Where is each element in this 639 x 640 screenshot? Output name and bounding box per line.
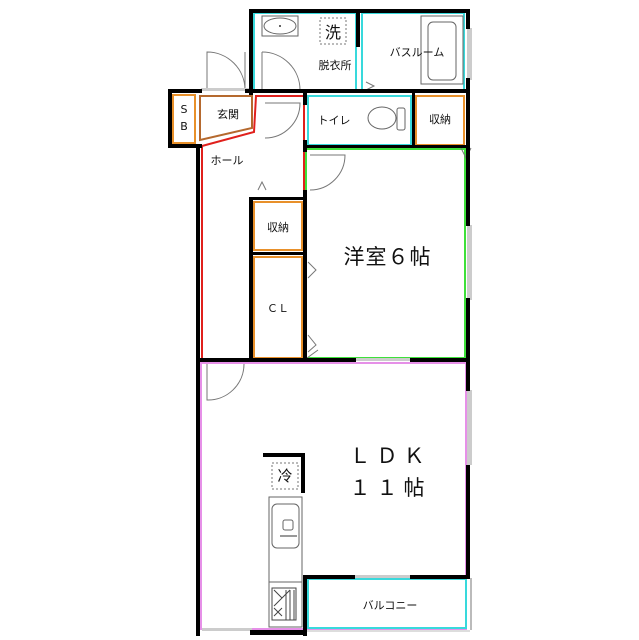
dressing-room-label: 脱衣所 bbox=[318, 59, 352, 72]
wall bbox=[168, 89, 202, 93]
shoebox-outline bbox=[172, 94, 196, 144]
wall bbox=[356, 9, 360, 47]
washer-label: 洗 bbox=[324, 23, 341, 42]
wall bbox=[303, 575, 307, 636]
bathroom-label: バスルーム bbox=[389, 46, 445, 59]
wall bbox=[466, 298, 470, 391]
wall bbox=[303, 190, 307, 360]
wall bbox=[303, 575, 355, 579]
balcony-outline bbox=[307, 578, 467, 629]
wall bbox=[249, 197, 307, 200]
closet-label: ＣＬ bbox=[267, 302, 289, 315]
storage-hall-label: 収納 bbox=[267, 221, 289, 234]
wall bbox=[196, 358, 356, 362]
balcony-label: バルコニー bbox=[362, 599, 418, 612]
wall bbox=[263, 453, 305, 457]
wall bbox=[168, 144, 202, 148]
wall bbox=[410, 358, 470, 362]
shoebox-label-b: B bbox=[180, 120, 188, 133]
wall bbox=[249, 197, 253, 360]
wall bbox=[410, 575, 470, 579]
western-room-label: 洋室６帖 bbox=[343, 245, 432, 269]
wall bbox=[249, 9, 253, 95]
hall-label: ホール bbox=[210, 154, 244, 167]
wall bbox=[196, 144, 200, 636]
storage-toilet-label: 収納 bbox=[429, 113, 451, 126]
wall bbox=[249, 252, 307, 255]
wall bbox=[303, 145, 470, 148]
entrance-label: 玄関 bbox=[217, 108, 239, 121]
shoebox-label-s: S bbox=[180, 103, 188, 116]
fridge-label: 冷 bbox=[277, 467, 293, 485]
wall bbox=[301, 453, 305, 493]
wall bbox=[412, 93, 415, 146]
wall bbox=[466, 9, 470, 29]
wall bbox=[245, 89, 470, 93]
wall bbox=[466, 465, 470, 578]
ldk-size-label: １１帖 bbox=[349, 476, 431, 500]
wall bbox=[303, 93, 307, 105]
toilet-label: トイレ bbox=[317, 114, 351, 127]
wall bbox=[168, 89, 172, 147]
ldk-label: ＬＤＫ bbox=[349, 444, 431, 468]
storage-hall-outline bbox=[253, 201, 303, 251]
wall bbox=[466, 78, 470, 226]
wall bbox=[250, 630, 307, 635]
